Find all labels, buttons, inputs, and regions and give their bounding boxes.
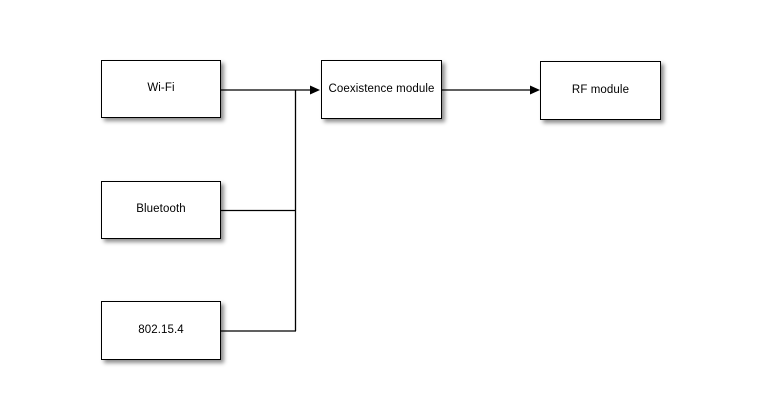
arrowhead-into-rf-icon: [530, 85, 540, 95]
node-bluetooth: Bluetooth: [101, 181, 221, 239]
node-wifi: Wi-Fi: [101, 60, 221, 118]
arrowhead-into-coexistence-icon: [310, 85, 320, 95]
node-802-15-4-label: 802.15.4: [138, 323, 184, 336]
node-bluetooth-label: Bluetooth: [136, 203, 186, 216]
node-coexistence-module: Coexistence module: [321, 60, 442, 119]
node-coexistence-module-label: Coexistence module: [328, 82, 435, 95]
node-802-15-4: 802.15.4: [101, 301, 221, 360]
node-rf-module: RF module: [540, 61, 661, 120]
node-rf-module-label: RF module: [571, 83, 630, 96]
node-wifi-label: Wi-Fi: [147, 82, 175, 95]
